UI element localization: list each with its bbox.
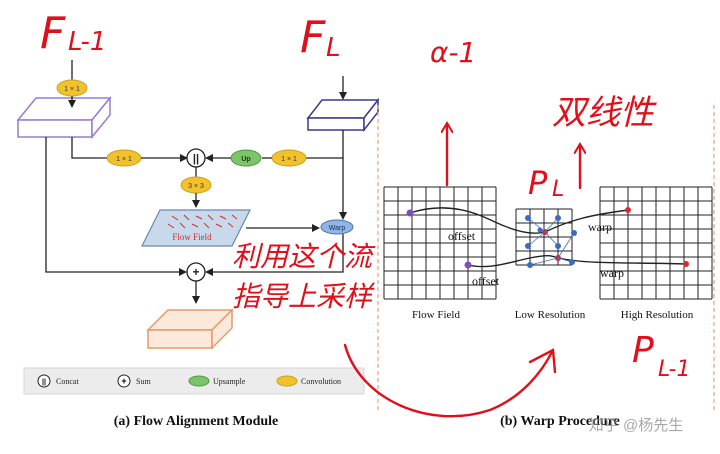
arrow-warp-to-sum xyxy=(205,234,344,276)
high-res-dot-top xyxy=(625,207,631,213)
conv-1x1-right-label: 1 × 1 xyxy=(281,156,297,163)
high-resolution-grid xyxy=(599,186,713,300)
hw-f-l: F xyxy=(300,12,326,63)
hw-p-l-minus-1: P xyxy=(632,330,654,371)
sum-symbol: + xyxy=(192,265,199,279)
arrow-skip-to-sum xyxy=(45,137,187,276)
hw-f-l-minus-1: F xyxy=(40,8,66,59)
hw-alpha-l-minus-1: α-1 xyxy=(430,36,476,69)
concat-symbol: || xyxy=(193,153,199,165)
conv-1x1-left-label: 1 × 1 xyxy=(116,156,132,163)
warp-procedure: offset offset warp warp Flow Field Low R… xyxy=(383,186,713,429)
offset-curve-bottom xyxy=(467,255,559,268)
offset-label-bottom: offset xyxy=(472,274,500,288)
flow-field-box xyxy=(141,209,251,247)
hw-bilinear: 双线性 xyxy=(552,93,657,133)
hw-p-l-sub: L xyxy=(552,177,564,202)
legend-concat-symbol: || xyxy=(42,379,46,386)
flow-dot-bottom xyxy=(464,261,472,269)
low-resolution-grid xyxy=(515,208,573,266)
flow-alignment-module: 1 × 1 1 × 1 || 1 × 1 Up 3 × 3 Flow Field xyxy=(16,60,380,429)
legend-upsample-icon xyxy=(188,375,210,387)
legend-concat-label: Concat xyxy=(56,377,79,386)
handwritten-strokes xyxy=(343,124,580,418)
warp-curve-bottom xyxy=(557,257,687,265)
hw-curved-arrow-head xyxy=(528,348,557,374)
legend-sum-icon xyxy=(117,374,131,388)
hw-f-l-minus-1-sub: L-1 xyxy=(68,27,106,57)
hw-curved-arrow xyxy=(343,343,554,418)
grid-label-low-resolution: Low Resolution xyxy=(515,309,586,321)
handwritten-annotations: F L-1 F L α-1 双线性 P L P L-1 利用这个流 指导上采样 xyxy=(40,8,690,382)
legend-sum-symbol: + xyxy=(121,376,126,386)
warp-label: Warp xyxy=(329,225,346,232)
flow-dot-top xyxy=(406,209,414,217)
hw-note-line1: 利用这个流 xyxy=(232,240,376,273)
legend-upsample-label: Upsample xyxy=(213,377,246,386)
warp-ellipse xyxy=(320,219,354,235)
flow-field-label: Flow Field xyxy=(172,232,212,242)
hw-p-l: P xyxy=(528,164,548,202)
legend-convolution-icon xyxy=(276,375,298,387)
conv-3x3-label: 3 × 3 xyxy=(188,183,204,190)
low-res-sample-links xyxy=(527,217,575,266)
legend-convolution-label: Convolution xyxy=(301,377,341,386)
offset-curve-top xyxy=(409,207,546,234)
legend-concat-icon xyxy=(37,374,51,388)
hw-p-l-minus-1-sub: L-1 xyxy=(658,357,690,382)
hw-f-l-sub: L xyxy=(326,33,341,63)
warp-curve-top xyxy=(544,209,629,233)
hw-note-line2: 指导上采样 xyxy=(232,280,375,313)
upsample-label: Up xyxy=(241,156,250,163)
grid-label-flow-field: Flow Field xyxy=(412,309,460,321)
feature-block-l-minus-1 xyxy=(16,95,112,140)
high-res-dot-bottom xyxy=(683,261,689,267)
warp-label-top: warp xyxy=(588,220,612,234)
offset-label-top: offset xyxy=(448,229,476,243)
line-right-down xyxy=(306,130,344,159)
line-left-to-conv xyxy=(71,137,107,159)
warp-label-bottom: warp xyxy=(600,266,624,280)
flow-field-arrows xyxy=(167,214,238,229)
legend-sum-label: Sum xyxy=(136,377,151,386)
watermark: 知乎 @杨先生 xyxy=(589,417,683,434)
caption-right: (b) Warp Procedure xyxy=(500,414,620,429)
grid-label-high-resolution: High Resolution xyxy=(621,309,694,321)
output-block xyxy=(146,308,234,350)
feature-block-l xyxy=(306,97,380,133)
conv-1x1-top-label: 1 × 1 xyxy=(64,86,80,93)
caption-left: (a) Flow Alignment Module xyxy=(114,414,279,429)
